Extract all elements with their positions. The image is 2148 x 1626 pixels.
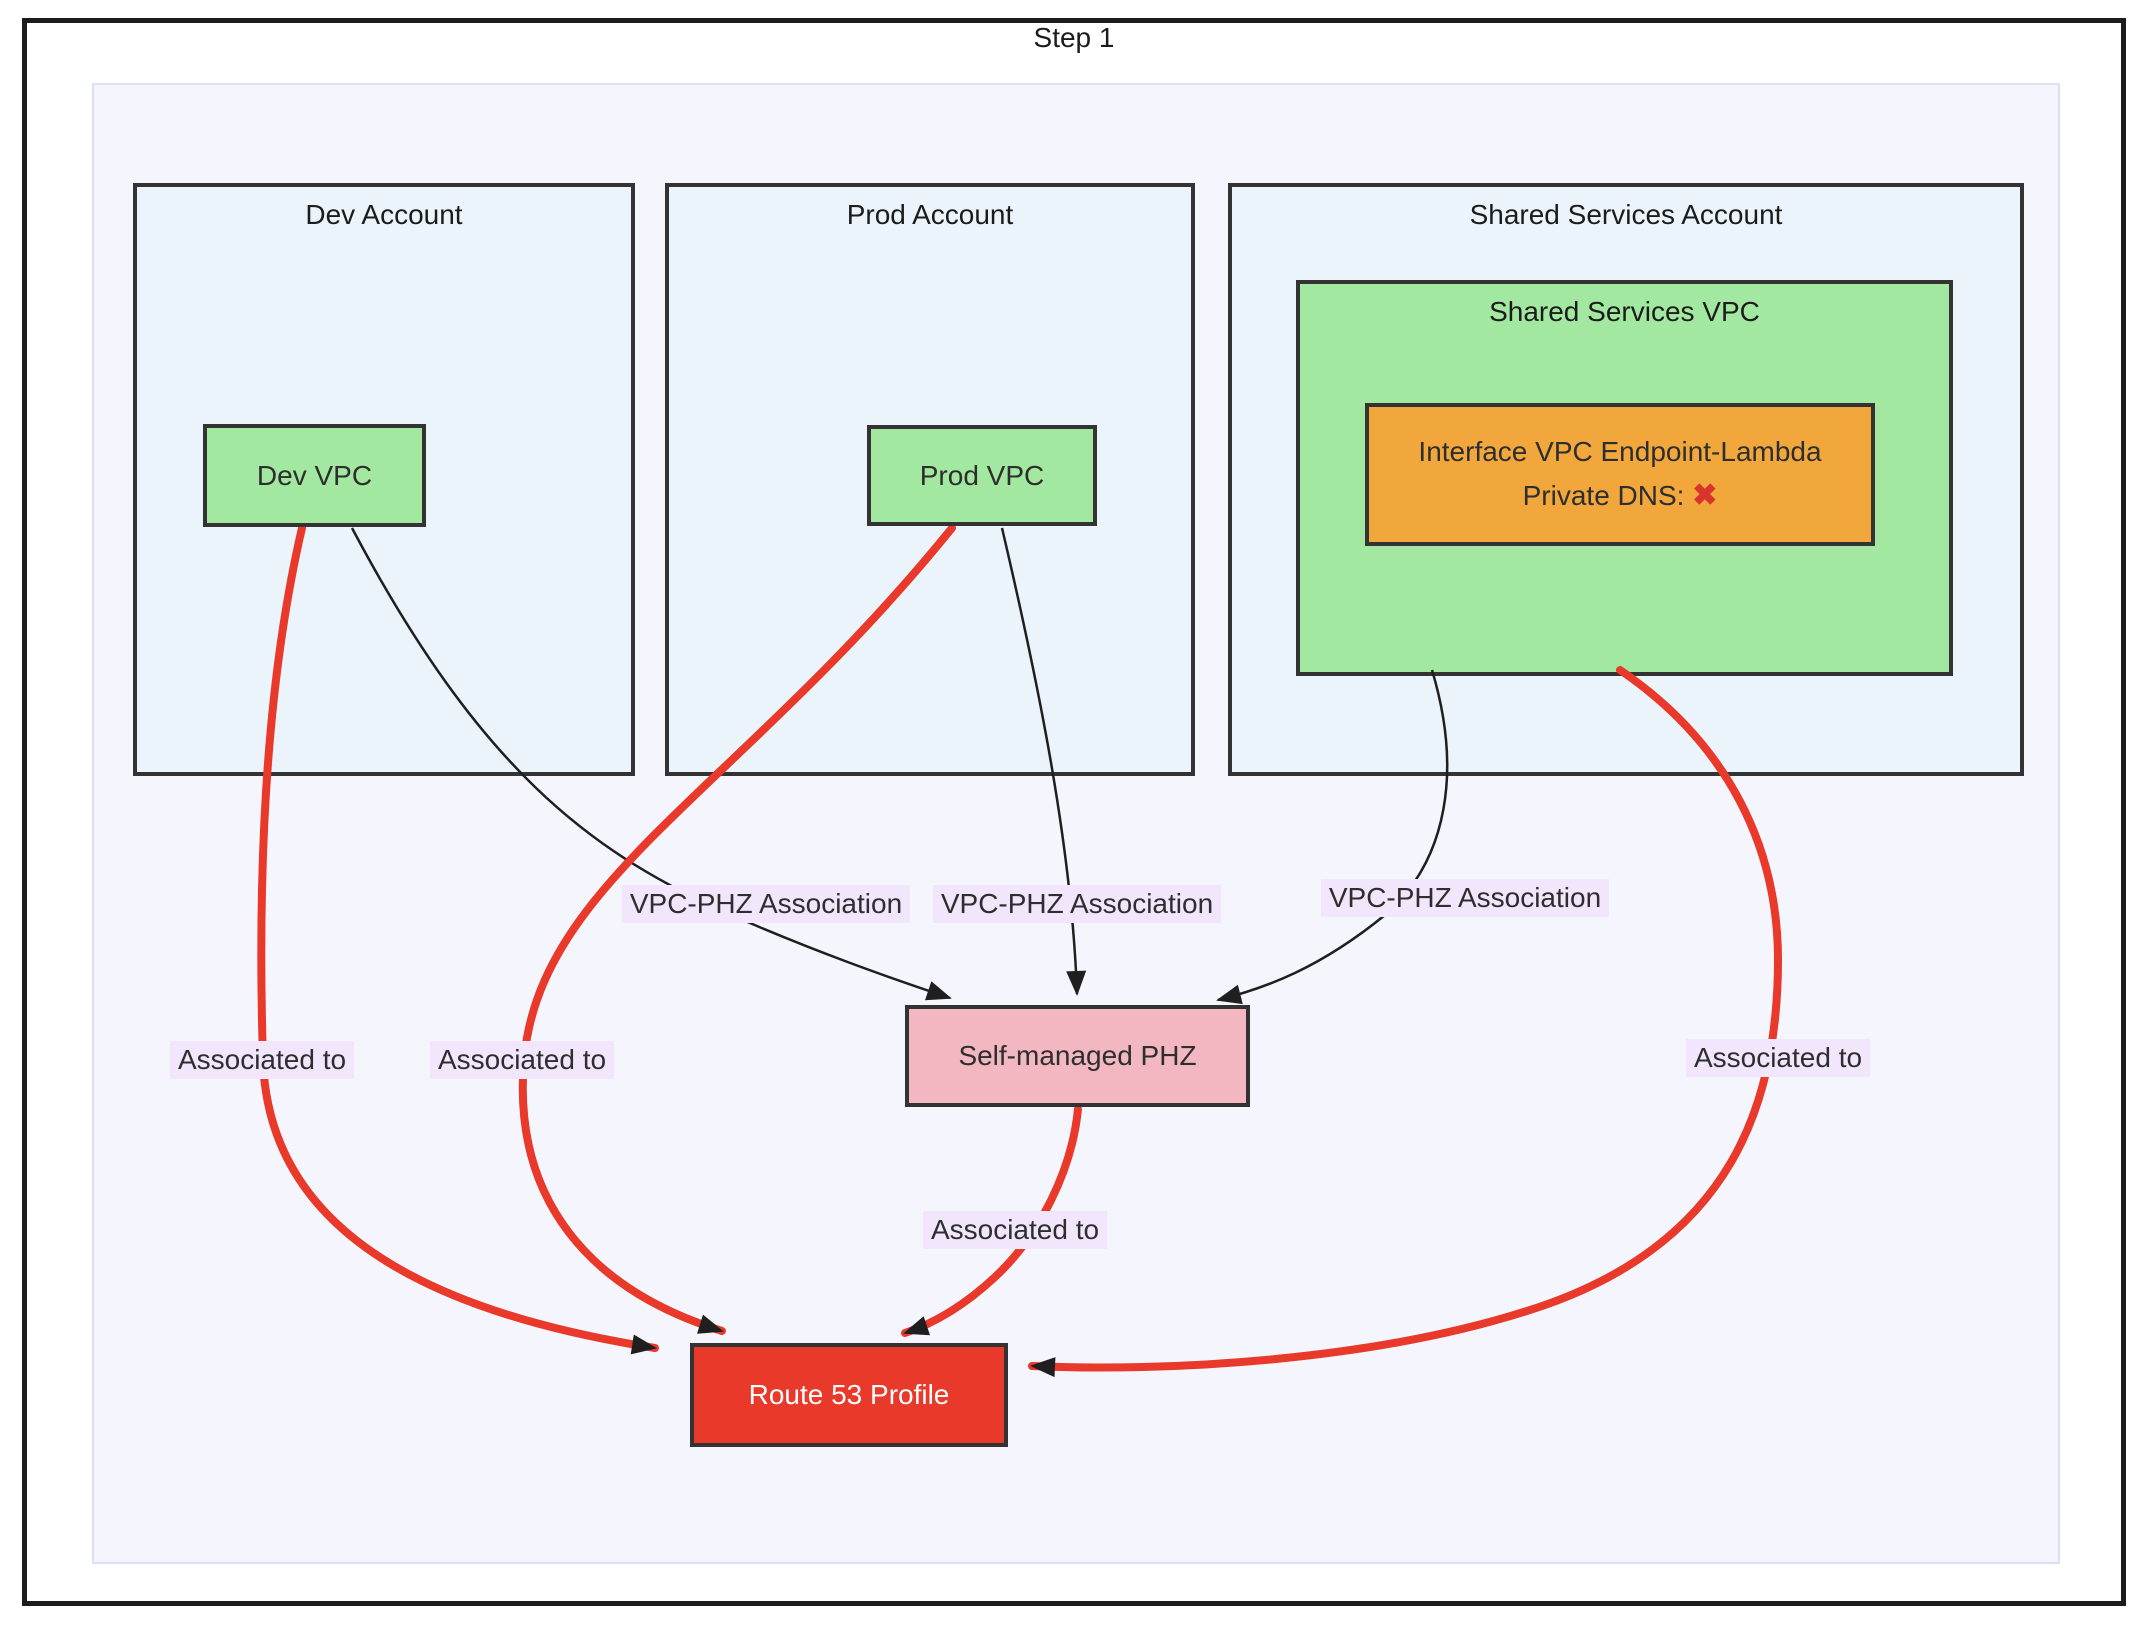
shared-services-account-title: Shared Services Account: [1469, 199, 1783, 230]
cross-mark-icon: ✖: [1692, 478, 1718, 512]
prod-account-title: Prod Account: [846, 199, 1014, 230]
edge-label-vpc-phz-association-1: VPC-PHZ Association: [621, 885, 911, 923]
node-interface-vpc-endpoint: Interface VPC Endpoint-Lambda Private DN…: [1365, 403, 1875, 546]
edge-label-associated-to-4: Associated to: [1685, 1039, 1871, 1077]
edge-label-vpc-phz-association-3: VPC-PHZ Association: [1320, 879, 1610, 917]
dev-vpc-label: Dev VPC: [256, 459, 373, 491]
node-dev-vpc: Dev VPC: [203, 424, 426, 527]
prod-vpc-label: Prod VPC: [919, 459, 1045, 491]
edge-label-associated-to-3: Associated to: [922, 1211, 1108, 1249]
r53-label: Route 53 Profile: [748, 1379, 950, 1410]
endpoint-label-line1: Interface VPC Endpoint-Lambda: [1418, 435, 1822, 467]
endpoint-label-line2: Private DNS: ✖: [1523, 473, 1718, 520]
node-self-managed-phz: Self-managed PHZ: [905, 1005, 1250, 1107]
shared-services-vpc-title: Shared Services VPC: [1489, 296, 1760, 327]
edge-label-associated-to-2: Associated to: [429, 1041, 615, 1079]
private-dns-label: Private DNS:: [1522, 479, 1685, 511]
edge-label-vpc-phz-association-2: VPC-PHZ Association: [932, 885, 1222, 923]
node-route53-profile: Route 53 Profile: [690, 1343, 1008, 1447]
edge-label-associated-to-1: Associated to: [169, 1041, 355, 1079]
dev-account-title: Dev Account: [305, 199, 463, 230]
phz-label: Self-managed PHZ: [958, 1040, 1197, 1071]
node-prod-vpc: Prod VPC: [867, 425, 1097, 526]
diagram-title: Step 1: [1033, 22, 1115, 53]
